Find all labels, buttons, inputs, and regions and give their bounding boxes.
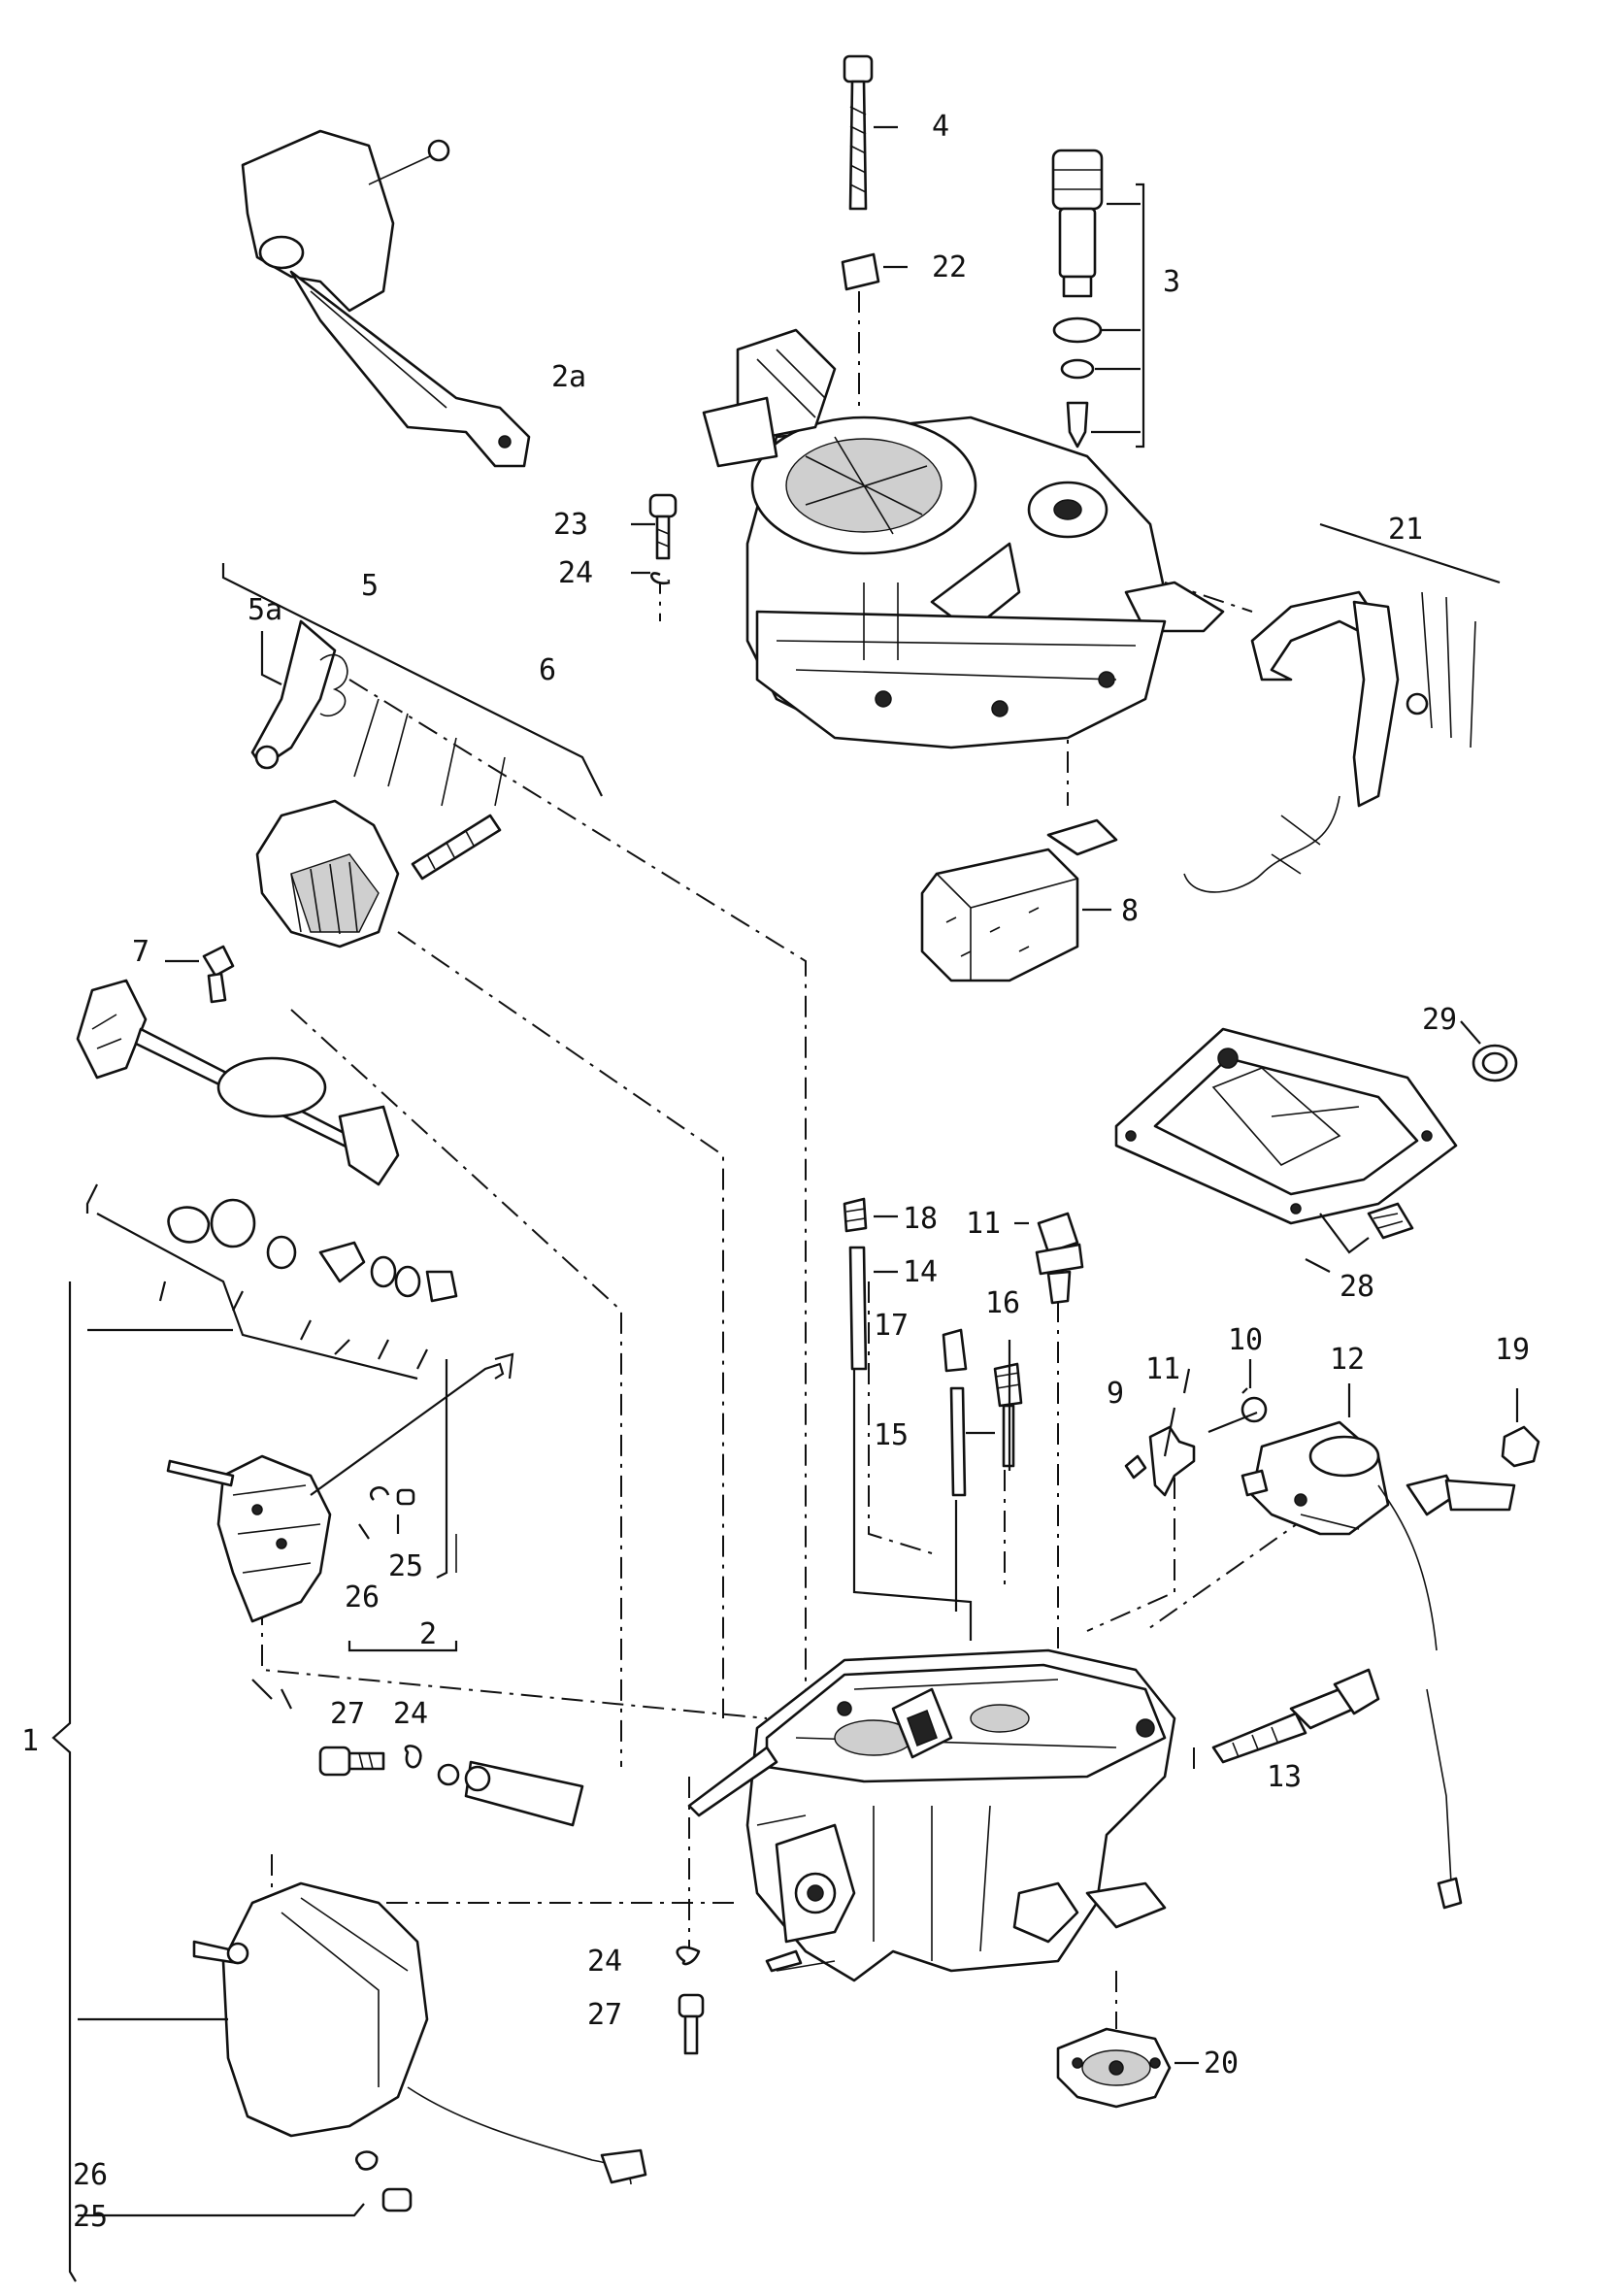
label-5a: 5a bbox=[248, 593, 282, 627]
part-2a-bracket bbox=[241, 129, 531, 468]
label-21: 21 bbox=[1388, 513, 1423, 547]
label-24a: 24 bbox=[558, 556, 593, 590]
label-26b: 26 bbox=[73, 2158, 108, 2192]
label-13: 13 bbox=[1267, 1760, 1302, 1794]
label-24c: 24 bbox=[587, 1945, 622, 1979]
label-11b: 11 bbox=[1145, 1352, 1180, 1386]
part-4-screw bbox=[843, 54, 898, 211]
part-2-diaphragm-group bbox=[166, 1352, 514, 1652]
part-5-choke-group bbox=[221, 563, 603, 948]
label-16: 16 bbox=[985, 1286, 1020, 1320]
label-14: 14 bbox=[903, 1255, 938, 1289]
label-12: 12 bbox=[1330, 1343, 1365, 1377]
label-27b: 27 bbox=[587, 1998, 622, 2032]
part-labels: 1 2 2a 3 4 5 5a 6 7 8 9 10 11 11 12 13 1… bbox=[21, 110, 1530, 2234]
label-leaders bbox=[251, 522, 1331, 1710]
part-1-bracket bbox=[51, 1281, 233, 2282]
label-4: 4 bbox=[932, 110, 949, 144]
label-26a: 26 bbox=[345, 1581, 380, 1614]
label-25b: 25 bbox=[73, 2200, 108, 2234]
label-28: 28 bbox=[1340, 1270, 1374, 1304]
label-9: 9 bbox=[1107, 1377, 1124, 1411]
label-19: 19 bbox=[1495, 1333, 1530, 1367]
carburetor-lower-body bbox=[687, 1648, 1176, 1982]
label-3: 3 bbox=[1163, 265, 1180, 299]
label-17: 17 bbox=[874, 1309, 909, 1343]
part-22-tab bbox=[841, 252, 908, 408]
part-7-screw bbox=[165, 945, 235, 1004]
label-29: 29 bbox=[1422, 1003, 1457, 1037]
label-23: 23 bbox=[553, 508, 588, 542]
part-21-bracket-wire bbox=[1183, 522, 1501, 893]
label-22: 22 bbox=[932, 250, 967, 284]
label-27a: 27 bbox=[330, 1697, 365, 1731]
label-20: 20 bbox=[1204, 2046, 1239, 2080]
label-11a: 11 bbox=[966, 1207, 1001, 1241]
label-2a: 2a bbox=[551, 360, 586, 394]
part-26-choke-cover bbox=[78, 1881, 647, 2217]
part-28-gasket bbox=[1114, 1027, 1458, 1254]
label-10: 10 bbox=[1228, 1323, 1263, 1357]
label-25a: 25 bbox=[388, 1549, 423, 1583]
label-24b: 24 bbox=[393, 1697, 428, 1731]
jets-and-tubes bbox=[843, 1197, 1084, 1641]
label-7: 7 bbox=[132, 935, 149, 969]
part-8-float bbox=[920, 818, 1118, 982]
part-3-needle-valve bbox=[1051, 149, 1145, 449]
label-1: 1 bbox=[21, 1724, 39, 1758]
part-13-adjust-screw bbox=[1211, 1668, 1380, 1764]
label-18: 18 bbox=[903, 1202, 938, 1236]
carburetor-upper-body bbox=[702, 328, 1225, 749]
solenoid-and-small-parts bbox=[1124, 1359, 1540, 1910]
throttle-shaft-assembly bbox=[76, 979, 458, 1381]
part-23-24-screw-clip bbox=[648, 493, 678, 585]
label-15: 15 bbox=[874, 1418, 909, 1452]
part-29-nut bbox=[1460, 1020, 1518, 1082]
label-5: 5 bbox=[361, 569, 379, 603]
label-8: 8 bbox=[1121, 894, 1139, 928]
label-2: 2 bbox=[419, 1617, 437, 1651]
part-20-cover bbox=[1056, 2027, 1199, 2109]
choke-linkage-parts bbox=[318, 1745, 705, 2055]
label-6: 6 bbox=[539, 653, 556, 687]
